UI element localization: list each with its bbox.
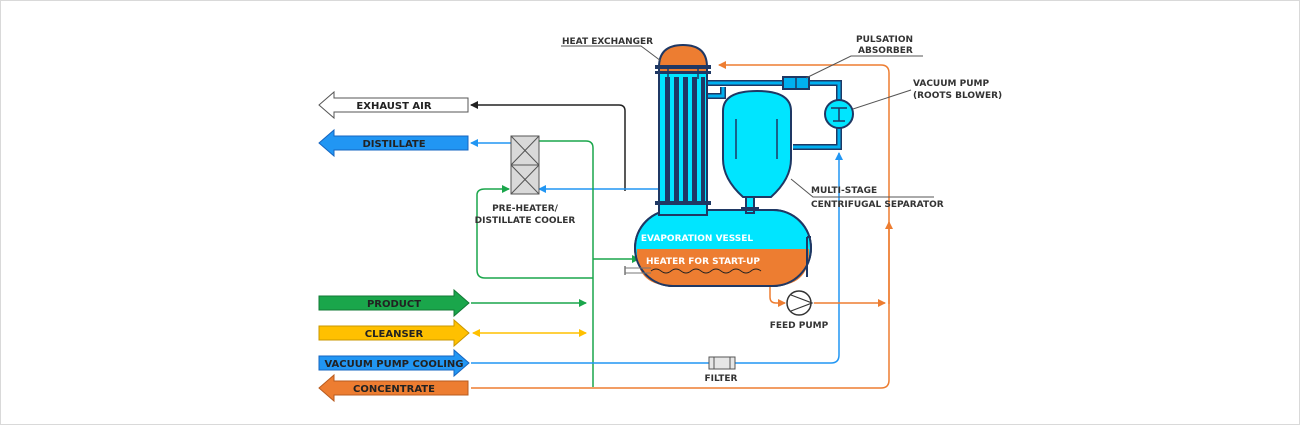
vacuum-pump-label-2: (ROOTS BLOWER): [913, 91, 1002, 101]
stream-exhaust-air: EXHAUST AIR: [318, 90, 469, 120]
green-riser: [539, 140, 594, 387]
exhaust-air-pipe: [470, 101, 626, 191]
vacuum-pump: [824, 99, 854, 129]
vacuum-pump-label-1: VACUUM PUMP: [913, 79, 989, 89]
heater-coil: [650, 268, 762, 274]
pulsation-absorber-label-2: ABSORBER: [858, 46, 913, 56]
heat-exchanger: [655, 43, 711, 216]
stream-cleanser: CLEANSER: [318, 318, 470, 348]
stream-product: PRODUCT: [318, 288, 470, 318]
green-loop: [476, 185, 593, 279]
feed-pump-label: FEED PUMP: [770, 321, 829, 331]
preheater-cooler: [510, 135, 540, 195]
cooling-pipe: [471, 152, 843, 364]
stream-distillate: DISTILLATE: [318, 128, 469, 158]
leader-separator: [790, 178, 934, 198]
stream-concentrate: CONCENTRATE: [318, 373, 469, 403]
vapor-line-return-inner: [793, 127, 841, 149]
pulsation-absorber-label-1: PULSATION: [856, 35, 913, 45]
heater-label: HEATER FOR START-UP: [646, 257, 760, 267]
separator-label-1: MULTI-STAGE: [811, 186, 877, 196]
centrifugal-separator: [722, 89, 792, 198]
filter: [708, 356, 736, 370]
pulsation-absorber: [782, 76, 810, 90]
separator-label-2: CENTRIFUGAL SEPARATOR: [811, 200, 944, 210]
heat-exchanger-tubes: [665, 77, 705, 205]
vessel-drain-pipe: [769, 283, 786, 307]
evaporation-vessel-label: EVAPORATION VESSEL: [641, 234, 754, 244]
feed-pump: [786, 290, 814, 316]
cleanser-label: CLEANSER: [365, 329, 424, 340]
product-label: PRODUCT: [367, 299, 421, 310]
preheater-label-2: DISTILLATE COOLER: [475, 216, 576, 226]
stream-vacuum-pump-cooling: VACUUM PUMP COOLING: [318, 348, 470, 378]
leader-vacuum-pump: [852, 89, 912, 110]
leader-pulsation-absorber: [805, 55, 923, 79]
leader-heat-exchanger: [561, 45, 662, 62]
heat-exchanger-label: HEAT EXCHANGER: [562, 37, 653, 47]
vapor-line-top-inner: [707, 81, 841, 101]
concentrate-label: CONCENTRATE: [353, 384, 435, 395]
distillate-label: DISTILLATE: [362, 139, 425, 150]
exhaust-air-label: EXHAUST AIR: [356, 101, 431, 112]
vacuum-pump-cooling-label: VACUUM PUMP COOLING: [324, 359, 463, 370]
vapor-line-return: [793, 127, 842, 150]
evaporation-vessel: EVAPORATION VESSEL HEATER FOR START-UP: [624, 209, 812, 287]
preheater-label-1: PRE-HEATER/: [492, 204, 559, 214]
vapor-line-exchanger-inner: [707, 87, 725, 98]
filter-label: FILTER: [705, 374, 738, 384]
